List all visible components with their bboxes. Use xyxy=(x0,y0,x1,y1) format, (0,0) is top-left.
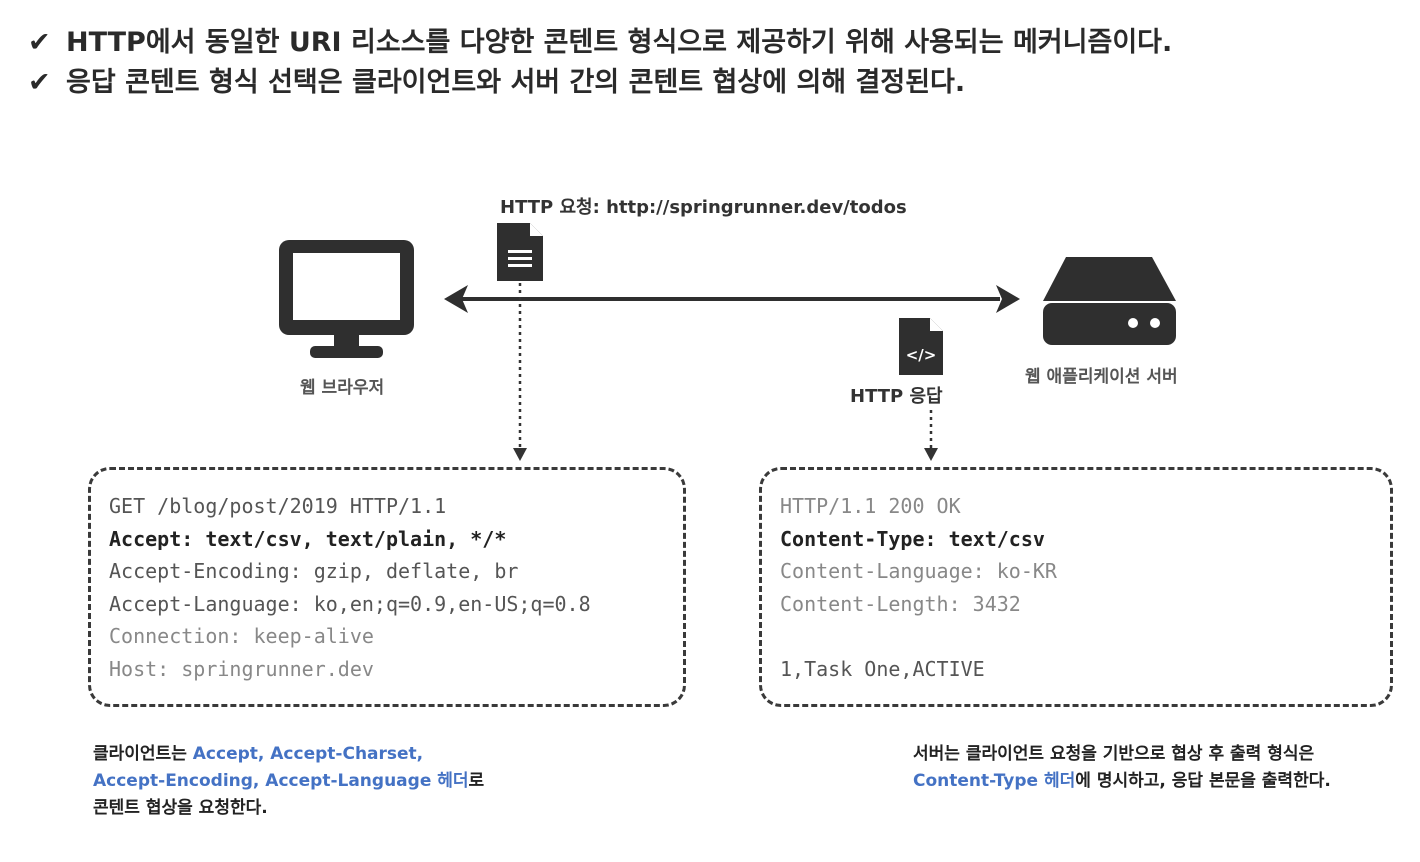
response-body-line: 1,Task One,ACTIVE xyxy=(780,656,985,681)
request-host-header: Host: springrunner.dev xyxy=(109,656,374,681)
server-note-line-1: 서버는 클라이언트 요청을 기반으로 협상 후 출력 형식은 xyxy=(913,744,1315,764)
server-note: 서버는 클라이언트 요청을 기반으로 협상 후 출력 형식은 Content-T… xyxy=(913,741,1331,795)
response-blank-line xyxy=(780,620,1390,653)
response-label: HTTP 응답 xyxy=(850,386,943,407)
response-message-box: HTTP/1.1 200 OK Content-Type: text/csv C… xyxy=(759,467,1393,707)
request-line: GET /blog/post/2019 HTTP/1.1 xyxy=(109,494,447,518)
request-accept-encoding-header: Accept-Encoding: gzip, deflate, br xyxy=(109,559,519,583)
client-note-line-3: 콘텐트 협상을 요청한다. xyxy=(93,798,268,818)
request-connector xyxy=(513,283,527,461)
client-note-mid: 로 xyxy=(468,771,485,791)
client-note: 클라이언트는 Accept, Accept-Charset, Accept-En… xyxy=(93,741,484,822)
server-note-highlight: Content-Type 헤더 xyxy=(913,771,1076,791)
response-content-language-header: Content-Language: ko-KR xyxy=(780,559,1057,583)
bullet-1-text: HTTP에서 동일한 URI 리소스를 다양한 콘텐트 형식으로 제공하기 위해… xyxy=(66,27,1173,58)
check-icon: ✔ xyxy=(28,67,51,98)
client-note-prefix: 클라이언트는 xyxy=(93,744,193,764)
check-icon: ✔ xyxy=(28,27,51,58)
request-connection-header: Connection: keep-alive xyxy=(109,624,374,648)
response-content-length-header: Content-Length: 3432 xyxy=(780,591,1021,616)
server-label: 웹 애플리케이션 서버 xyxy=(1025,367,1178,387)
request-accept-header: Accept: text/csv, text/plain, */* xyxy=(109,526,507,551)
bidirectional-arrow xyxy=(444,285,1020,313)
response-content-type-header: Content-Type: text/csv xyxy=(780,526,1045,551)
server-note-rest: 에 명시하고, 응답 본문을 출력한다. xyxy=(1075,771,1331,791)
bullet-2: ✔ 응답 콘텐트 형식 선택은 클라이언트와 서버 간의 콘텐트 협상에 의해 결… xyxy=(28,60,965,99)
client-note-highlight-1: Accept, Accept-Charset, xyxy=(192,744,424,764)
browser-label: 웹 브라우저 xyxy=(300,378,385,398)
response-connector xyxy=(924,410,938,461)
document-icon xyxy=(497,223,543,281)
code-glyph: </> xyxy=(906,346,937,364)
request-label: HTTP 요청: http://springrunner.dev/todos xyxy=(500,197,907,218)
bullet-2-text: 응답 콘텐트 형식 선택은 클라이언트와 서버 간의 콘텐트 협상에 의해 결정… xyxy=(66,67,966,98)
monitor-icon xyxy=(279,240,414,358)
request-accept-language-header: Accept-Language: ko,en;q=0.9,en-US;q=0.8 xyxy=(109,591,591,616)
code-document-icon: </> xyxy=(899,318,943,375)
bullet-1: ✔ HTTP에서 동일한 URI 리소스를 다양한 콘텐트 형식으로 제공하기 위… xyxy=(28,20,1172,59)
response-status-line: HTTP/1.1 200 OK xyxy=(780,494,961,518)
request-message-box: GET /blog/post/2019 HTTP/1.1 Accept: tex… xyxy=(88,467,686,707)
server-icon xyxy=(1043,257,1176,345)
client-note-highlight-2: Accept-Encoding, Accept-Language 헤더 xyxy=(93,771,469,791)
